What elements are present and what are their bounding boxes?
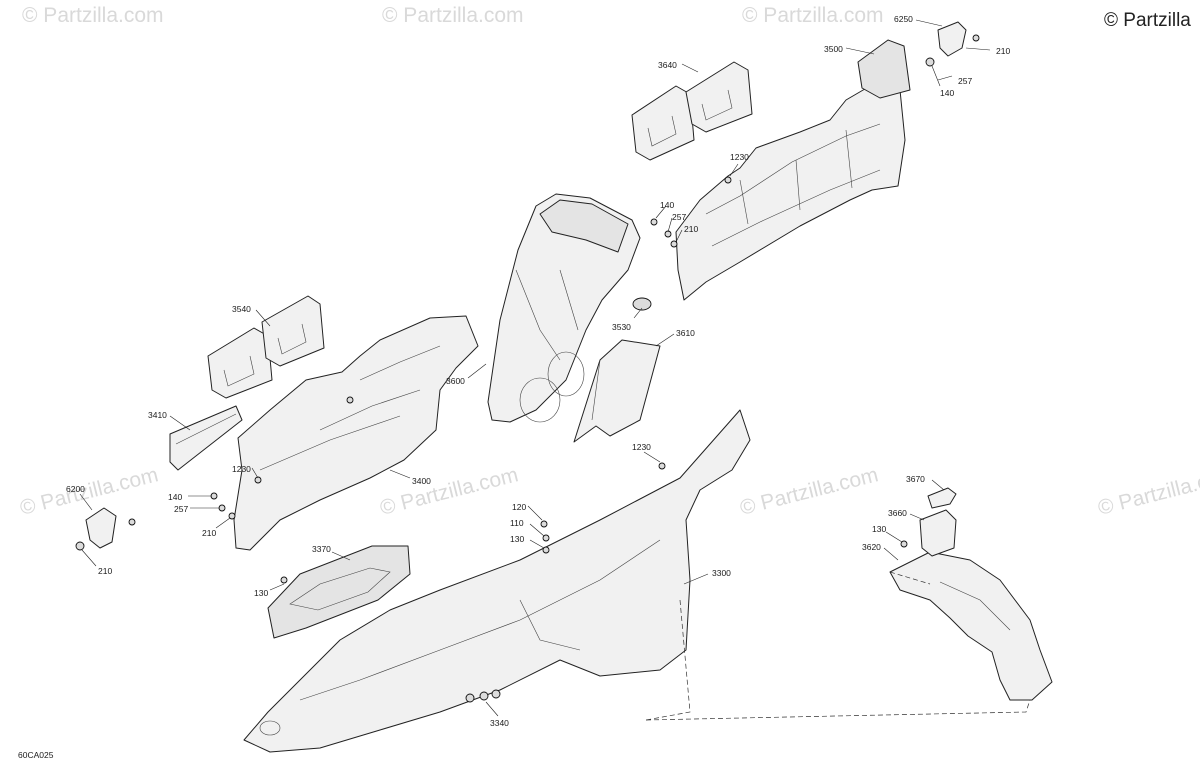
callout-257-left: 257 [174,504,188,514]
leader-lines [79,19,991,717]
callout-120: 110 [510,518,524,528]
hardware-items [128,176,908,584]
watermark-3: © Partzilla.com [742,4,884,27]
callout-3540: 3540 [232,304,251,314]
part-3610-panel [573,339,661,443]
callout-140-top: 140 [940,88,954,98]
part-3410-filter [169,405,243,471]
watermark-4: © Partzilla.com [18,463,161,520]
callout-140-left: 140 [168,492,182,502]
callout-210-top: 210 [996,46,1010,56]
callout-130-center: 120 [512,502,526,512]
callout-3370: 3370 [312,544,331,554]
watermark-1: © Partzilla.com [22,4,164,27]
assembly-lines [645,571,1031,721]
part-6200-bracket [75,507,117,551]
watermark-7: © Partzilla.com [1096,463,1200,520]
callout-257-mid: 257 [672,212,686,222]
callout-3660: 3660 [888,508,907,518]
part-3620-bracket [889,551,1053,701]
callout-6250: 6250 [894,14,913,24]
callout-labels: 6250 210 3500 257 140 3640 1230 140 257 … [66,14,1010,728]
callout-3600: 3600 [446,376,465,386]
callout-3500: 3500 [824,44,843,54]
part-3600-airbox [487,193,641,423]
callout-3530: 3530 [612,322,631,332]
part-3540-pads [207,295,325,399]
callout-140-mid: 140 [660,200,674,210]
callout-210-bottom: 210 [98,566,112,576]
copyright-text: © Partzilla [1104,10,1191,31]
callout-1230-center: 1230 [632,442,651,452]
part-3300-panel [243,409,751,753]
callout-3300: 3300 [712,568,731,578]
callout-210-mid: 210 [684,224,698,234]
callout-110: 130 [510,534,524,544]
part-3370-frame [267,545,411,639]
callout-210-left: 210 [202,528,216,538]
callout-3640: 3640 [658,60,677,70]
callout-3620: 3620 [862,542,881,552]
callout-3340: 3340 [490,718,509,728]
watermark-6: © Partzilla.com [738,463,881,520]
callout-130-left: 130 [254,588,268,598]
callout-3610: 3610 [676,328,695,338]
callout-1230-top: 1230 [730,152,749,162]
part-6250-bracket [925,21,980,67]
callout-6200: 6200 [66,484,85,494]
callout-3670: 3670 [906,474,925,484]
callout-3410: 3410 [148,410,167,420]
callout-130-right: 130 [872,524,886,534]
diagram-reference: 60CA025 [18,750,54,760]
part-3640-pads [631,61,753,161]
part-3340-fasteners [465,689,501,703]
callout-1230-left: 1230 [232,464,251,474]
part-3670-clip [927,487,957,509]
watermark-5: © Partzilla.com [378,463,521,520]
part-3660-bracket [919,509,957,557]
watermark-2: © Partzilla.com [382,4,524,27]
part-3530-ring [632,297,652,311]
part-3400-housing [233,315,479,551]
callout-3400: 3400 [412,476,431,486]
part-3500-duct [675,39,911,301]
callout-257-top: 257 [958,76,972,86]
